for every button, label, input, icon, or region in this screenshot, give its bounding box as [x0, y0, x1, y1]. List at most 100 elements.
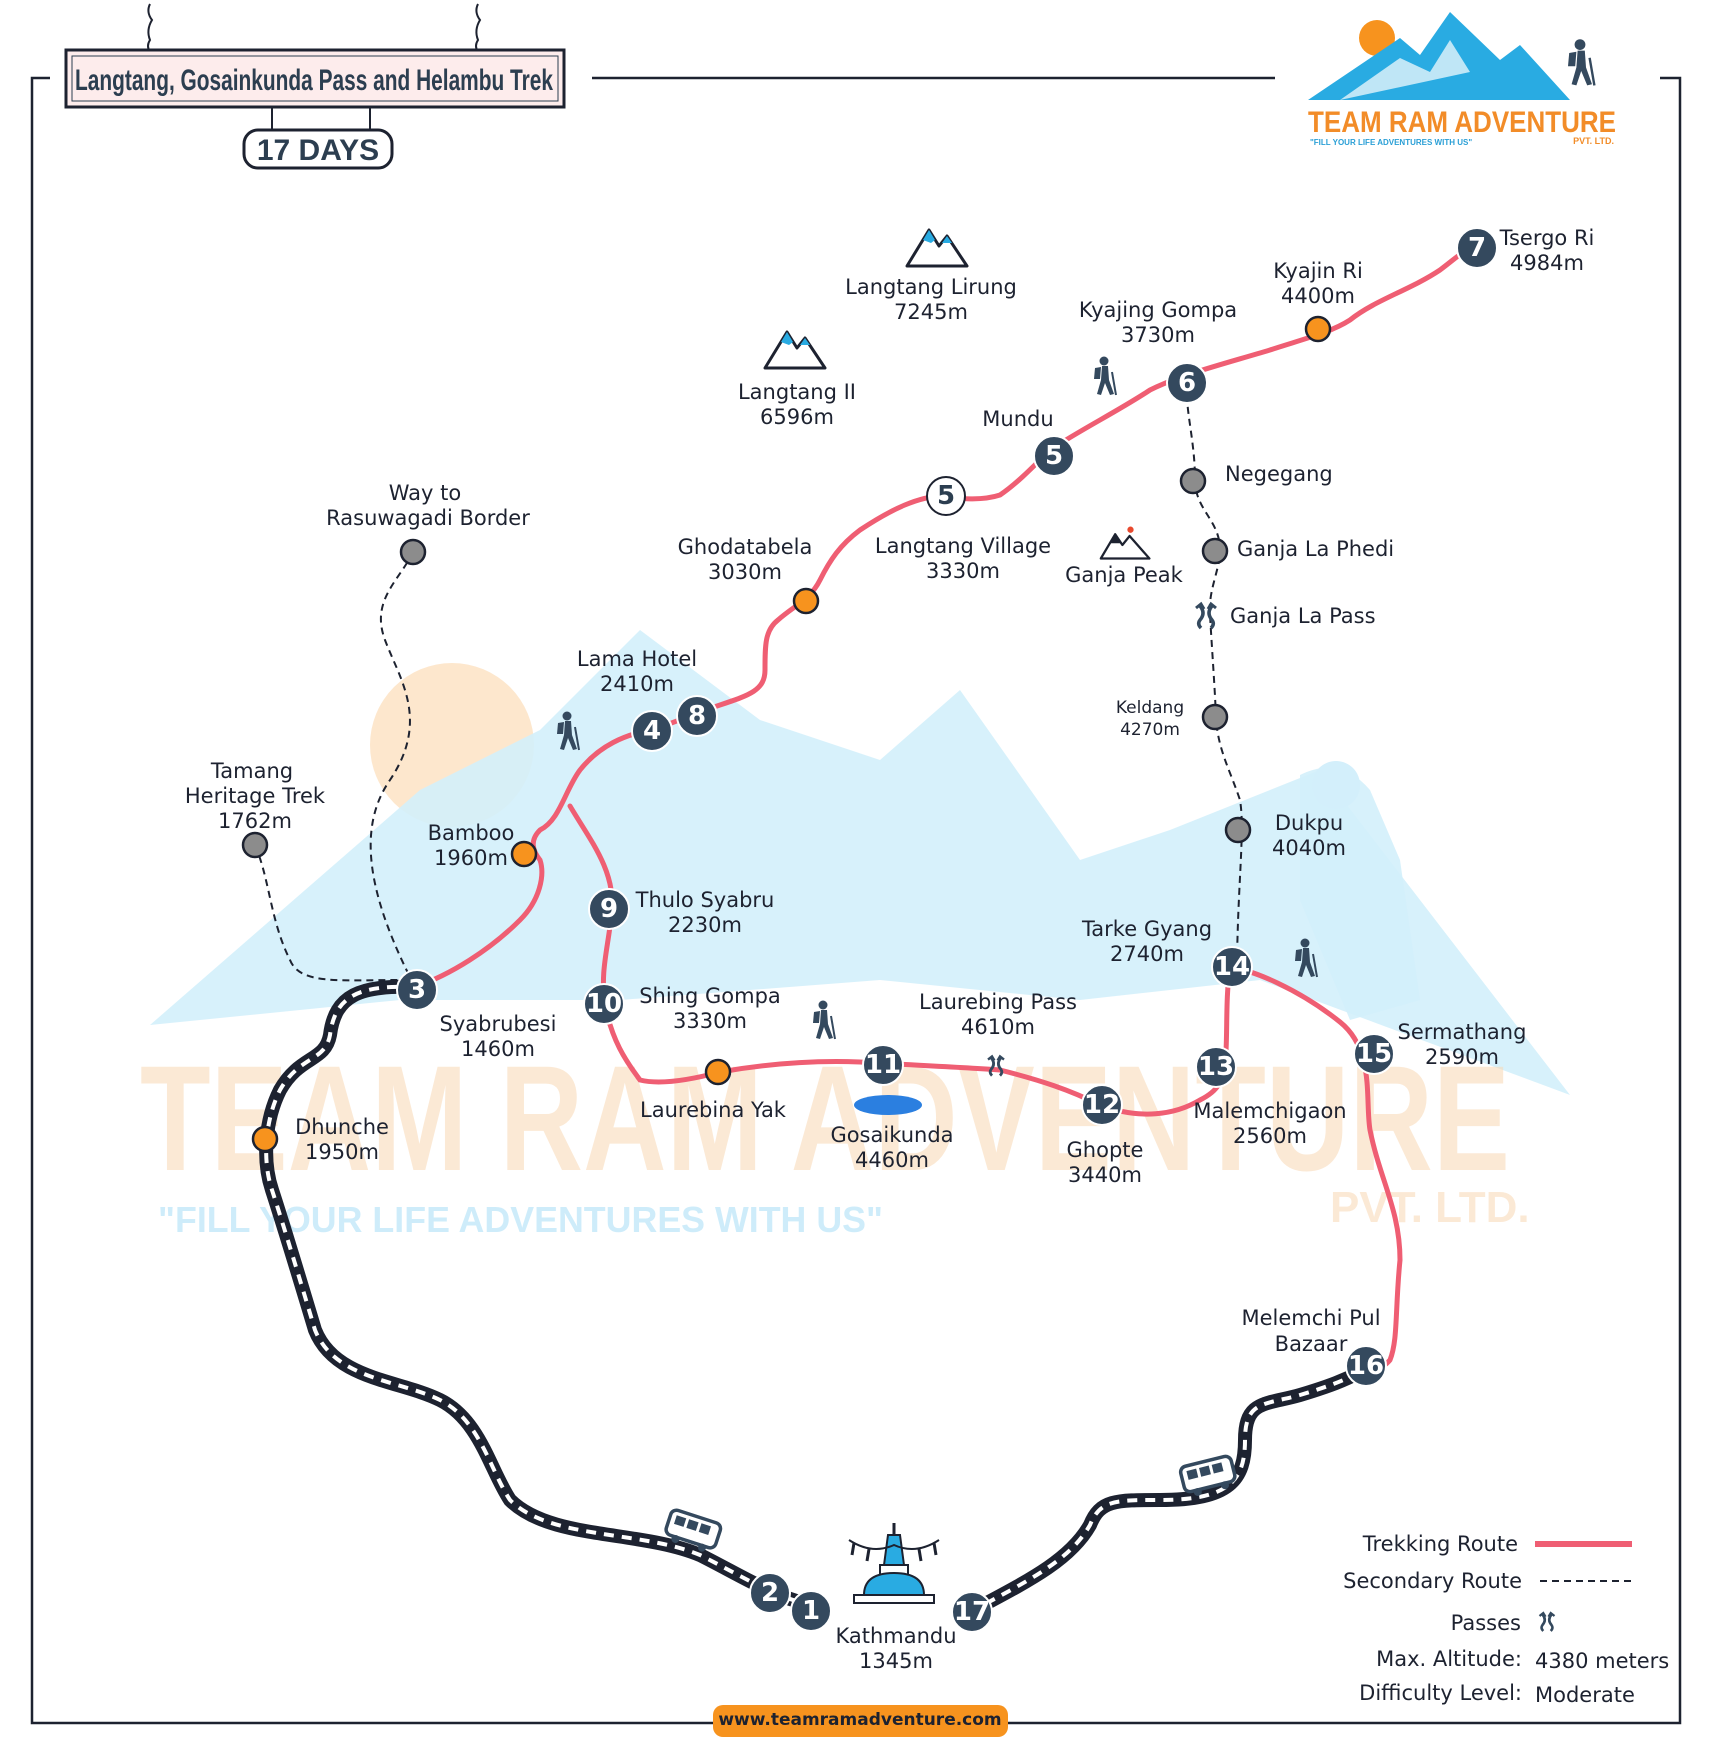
stop-number: 2: [761, 1578, 779, 1608]
title-sign: Langtang, Gosainkunda Pass and Helambu T…: [64, 3, 566, 170]
stop-16[interactable]: 16: [1345, 1345, 1387, 1387]
legend-max-altitude-label: Max. Altitude:: [1376, 1647, 1522, 1671]
stop-15[interactable]: 15: [1353, 1033, 1395, 1075]
stop-number: 5: [937, 481, 955, 511]
stop-7[interactable]: 7: [1456, 227, 1498, 269]
stop-number: 8: [688, 701, 706, 731]
stop-13[interactable]: 13: [1195, 1046, 1237, 1088]
stop-2[interactable]: 2: [749, 1572, 791, 1614]
stop-number: 13: [1198, 1052, 1234, 1082]
stop-number: 3: [408, 975, 426, 1005]
brand-suffix: PVT. LTD.: [1573, 136, 1614, 146]
stop-9[interactable]: 9: [588, 888, 630, 930]
duration-badge: 17 DAYS: [257, 134, 379, 167]
brand-name: TEAM RAM ADVENTURE: [1308, 106, 1616, 139]
label-laurebina-yak: Laurebina Yak: [640, 1098, 787, 1122]
waypoint-tamang-heritage[interactable]: [241, 831, 269, 859]
label-negegang: Negegang: [1225, 462, 1333, 486]
lake-icon: [854, 1095, 922, 1115]
brand-tagline: "FILL YOUR LIFE ADVENTURES WITH US": [1310, 138, 1472, 147]
mountain-peak-icon: [1099, 526, 1151, 560]
stop-11[interactable]: 11: [862, 1044, 904, 1086]
page-title: Langtang, Gosainkunda Pass and Helambu T…: [75, 64, 553, 97]
stop-number: 5: [1045, 441, 1063, 471]
hiker-icon: [1093, 355, 1117, 396]
stop-3[interactable]: 3: [396, 969, 438, 1011]
legend-passes-label: Passes: [1451, 1611, 1521, 1635]
waypoint-rasuwagadi[interactable]: [399, 538, 427, 566]
stop-10[interactable]: 10: [583, 983, 625, 1025]
stop-number: 7: [1468, 233, 1486, 263]
stop-number: 17: [954, 1597, 990, 1627]
stop-5-mundu[interactable]: 5: [1033, 435, 1075, 477]
waypoint-kyajin-ri[interactable]: [1304, 315, 1332, 343]
website-link[interactable]: www.teamramadventure.com: [713, 1705, 1008, 1737]
stop-1[interactable]: 1: [790, 1590, 832, 1632]
waypoint-dhunche[interactable]: [251, 1125, 279, 1153]
label-mundu: Mundu: [982, 407, 1053, 431]
watermark-pvt: PVT. LTD.: [1330, 1183, 1530, 1232]
stop-markers: 1 2 3 4 8 5 5 6 7 9 10 11 12 13 14 15 16…: [396, 227, 1498, 1633]
waypoint-dukpu[interactable]: [1224, 816, 1252, 844]
mountain-peak-icon: [763, 330, 827, 370]
stupa-icon: [848, 1523, 940, 1604]
stop-number: 10: [586, 989, 622, 1019]
legend-max-altitude-value: 4380 meters: [1535, 1649, 1669, 1673]
stop-6[interactable]: 6: [1166, 362, 1208, 404]
pass-icon: [1194, 602, 1218, 630]
road-route: [259, 979, 1367, 1619]
waypoint-keldang[interactable]: [1201, 703, 1229, 731]
waypoint-ganja-la-phedi[interactable]: [1201, 537, 1229, 565]
stop-5-langtang-village[interactable]: 5: [926, 476, 966, 516]
waypoint-negegang[interactable]: [1179, 467, 1207, 495]
brand-logo: TEAM RAM ADVENTURE "FILL YOUR LIFE ADVEN…: [1308, 12, 1616, 147]
stop-14[interactable]: 14: [1211, 946, 1253, 988]
stop-8[interactable]: 8: [676, 695, 718, 737]
trekking-route: [412, 245, 1481, 1373]
stop-number: 6: [1178, 368, 1196, 398]
mountain-peak-icon: [905, 228, 969, 268]
label-ganja-la-pass: Ganja La Pass: [1230, 604, 1376, 628]
legend-secondary-route-label: Secondary Route: [1343, 1569, 1522, 1593]
legend: Trekking Route Secondary Route Passes Ma…: [1343, 1532, 1669, 1707]
stop-number: 15: [1356, 1039, 1392, 1069]
waypoint-bamboo[interactable]: [510, 840, 538, 868]
waypoint-laurebina-yak[interactable]: [704, 1058, 732, 1086]
stop-12[interactable]: 12: [1081, 1084, 1123, 1126]
stop-number: 4: [643, 716, 661, 746]
stop-number: 14: [1214, 952, 1250, 982]
label-ganja-la-phedi: Ganja La Phedi: [1237, 537, 1394, 561]
stop-4[interactable]: 4: [631, 710, 673, 752]
watermark-tagline: "FILL YOUR LIFE ADVENTURES WITH US": [158, 1199, 883, 1240]
pass-icon: [1538, 1611, 1556, 1633]
website-url[interactable]: www.teamramadventure.com: [718, 1710, 1001, 1730]
waypoint-ghodatabela[interactable]: [792, 587, 820, 615]
stop-17[interactable]: 17: [951, 1591, 993, 1633]
stop-number: 16: [1348, 1351, 1384, 1381]
legend-difficulty-label: Difficulty Level:: [1359, 1681, 1522, 1705]
stop-number: 11: [865, 1050, 901, 1080]
waypoints: [241, 315, 1332, 1153]
